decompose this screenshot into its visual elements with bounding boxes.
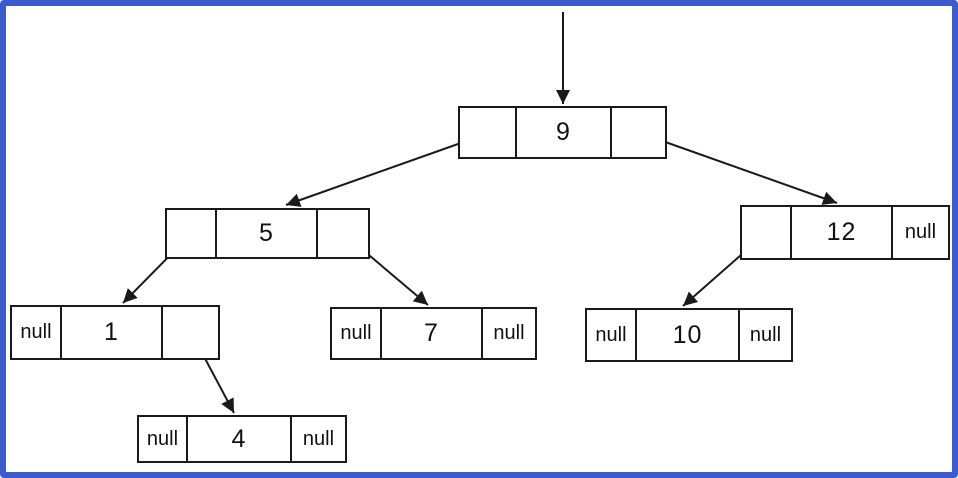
node-12: 12 null bbox=[740, 205, 950, 260]
node-5-value-cell: 5 bbox=[217, 210, 318, 257]
node-1-right-pointer-cell bbox=[163, 307, 218, 358]
node-1-value: 1 bbox=[104, 318, 119, 346]
node-7-right-null-cell: null bbox=[483, 309, 535, 358]
node-4: null 4 null bbox=[137, 415, 347, 463]
node-4-right-null: null bbox=[302, 427, 335, 450]
edge-9-right-12 bbox=[639, 132, 838, 205]
node-10-value-cell: 10 bbox=[637, 310, 740, 360]
node-9-left-pointer-cell bbox=[460, 108, 517, 157]
node-9: 9 bbox=[458, 106, 667, 159]
node-5: 5 bbox=[165, 208, 370, 259]
node-9-value-cell: 9 bbox=[517, 108, 612, 157]
node-4-left-null: null bbox=[146, 427, 179, 450]
node-5-right-pointer-cell bbox=[318, 210, 368, 257]
node-12-value: 12 bbox=[826, 218, 857, 246]
node-10-right-null: null bbox=[749, 323, 782, 346]
node-7-value: 7 bbox=[424, 319, 439, 347]
node-4-value-cell: 4 bbox=[188, 417, 292, 461]
node-7-right-null: null bbox=[493, 322, 525, 344]
node-4-right-null-cell: null bbox=[292, 417, 345, 461]
node-7-left-null-cell: null bbox=[332, 309, 382, 358]
node-7-left-null: null bbox=[340, 322, 372, 344]
node-5-value: 5 bbox=[259, 219, 274, 247]
node-1-left-null-cell: null bbox=[12, 307, 62, 358]
node-1-value-cell: 1 bbox=[62, 307, 163, 358]
node-10-left-null: null bbox=[595, 323, 627, 346]
node-1: null 1 bbox=[10, 305, 220, 360]
node-7: null 7 null bbox=[330, 307, 537, 360]
node-12-right-null: null bbox=[904, 221, 937, 243]
node-5-left-pointer-cell bbox=[167, 210, 217, 257]
node-10-value: 10 bbox=[672, 320, 703, 349]
node-4-left-null-cell: null bbox=[139, 417, 188, 461]
node-12-right-null-cell: null bbox=[893, 207, 948, 258]
node-10-right-null-cell: null bbox=[740, 310, 791, 360]
node-12-left-pointer-cell bbox=[742, 207, 792, 258]
edge-9-left-5 bbox=[285, 132, 490, 207]
node-10: null 10 null bbox=[585, 308, 793, 362]
node-9-value: 9 bbox=[556, 118, 571, 146]
node-1-left-null: null bbox=[20, 321, 52, 343]
node-12-value-cell: 12 bbox=[792, 207, 893, 258]
node-10-left-null-cell: null bbox=[587, 310, 637, 360]
node-9-right-pointer-cell bbox=[612, 108, 665, 157]
node-7-value-cell: 7 bbox=[382, 309, 483, 358]
node-4-value: 4 bbox=[231, 424, 247, 453]
